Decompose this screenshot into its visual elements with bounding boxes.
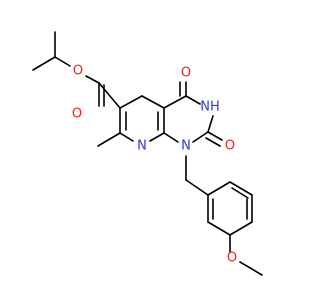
- bond: [163, 132, 179, 143]
- bond: [239, 261, 263, 276]
- bond: [185, 179, 209, 196]
- bonds: [32, 31, 263, 276]
- bond: [207, 115, 214, 133]
- bond: [85, 75, 100, 84]
- bond: [163, 95, 187, 109]
- molecule-diagram: O O O NH O N N O: [32, 31, 263, 276]
- bond: [231, 187, 249, 199]
- bond: [229, 221, 253, 236]
- oxygen-atom: O: [73, 64, 83, 79]
- nitrogen-atom: N: [181, 139, 191, 154]
- bond: [97, 132, 121, 147]
- oxygen-atom: O: [181, 66, 191, 81]
- nitrogen-atom: N: [137, 139, 147, 154]
- atom-labels: O O O NH O N N O: [72, 64, 237, 266]
- bond: [207, 221, 231, 236]
- bond: [207, 181, 231, 196]
- bond: [229, 181, 253, 196]
- oxygen-atom: O: [227, 251, 237, 266]
- bond: [205, 137, 221, 147]
- bond: [32, 56, 56, 71]
- oxygen-atom: O: [225, 139, 235, 154]
- oxygen-atom: O: [72, 107, 82, 122]
- bond: [149, 132, 165, 142]
- bond: [185, 95, 201, 105]
- bond: [119, 132, 134, 142]
- bond: [207, 131, 223, 141]
- nitrogen-atom: NH: [200, 100, 220, 115]
- bond: [141, 95, 165, 109]
- bond: [192, 131, 209, 143]
- bond: [98, 82, 121, 109]
- bond: [119, 95, 143, 109]
- bond: [54, 56, 71, 67]
